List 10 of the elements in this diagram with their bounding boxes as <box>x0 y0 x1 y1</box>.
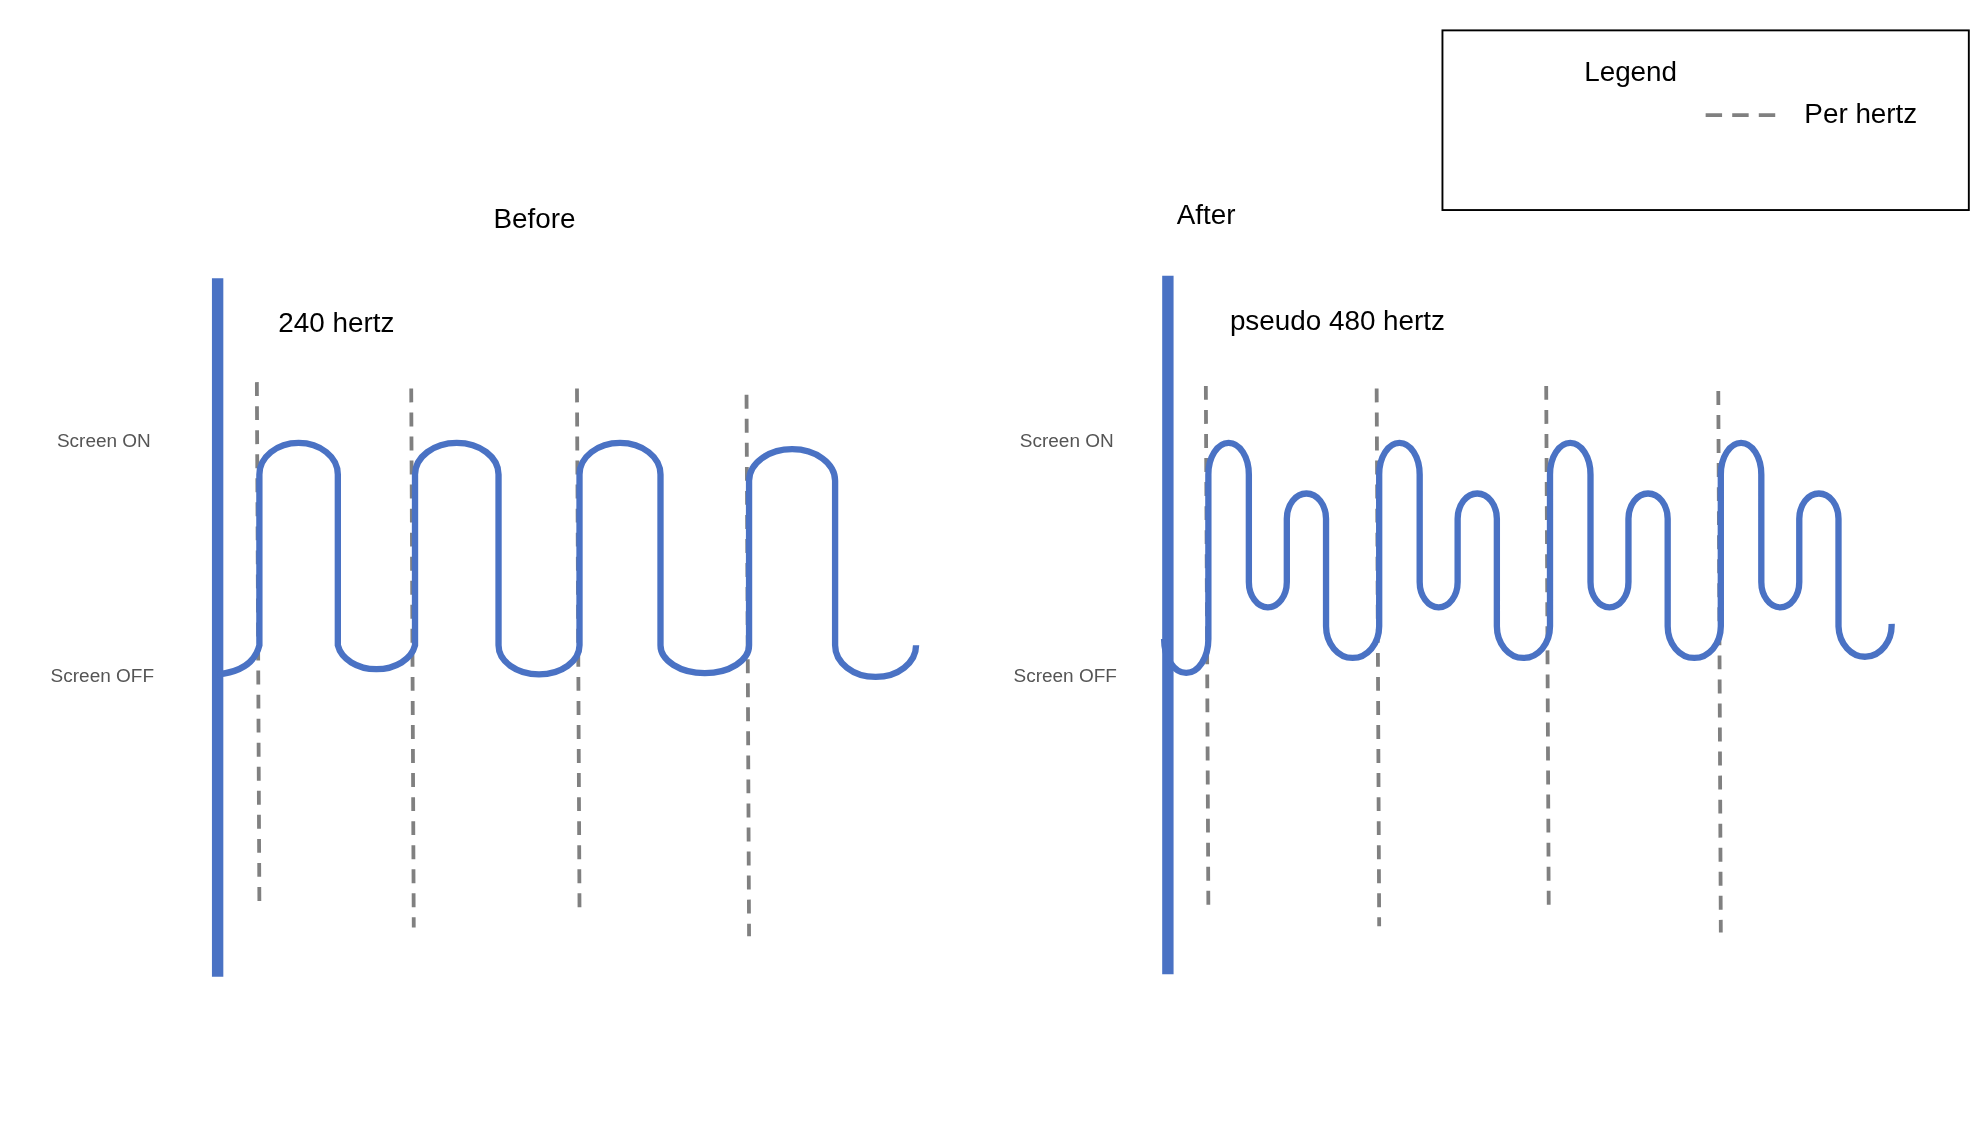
text-label: Screen OFF <box>1013 664 1117 686</box>
text-label: Screen ON <box>1019 428 1114 451</box>
text-label: 240 hertz <box>278 306 395 340</box>
text-label: Legend <box>1584 55 1678 89</box>
text-label: pseudo 480 hertz <box>1229 304 1445 338</box>
text-label: Before <box>493 202 576 236</box>
text-label: After <box>1176 198 1236 232</box>
text-label: Screen ON <box>56 428 151 451</box>
legend-text: Per hertz <box>1804 97 1918 131</box>
text-label: Screen OFF <box>50 664 154 686</box>
